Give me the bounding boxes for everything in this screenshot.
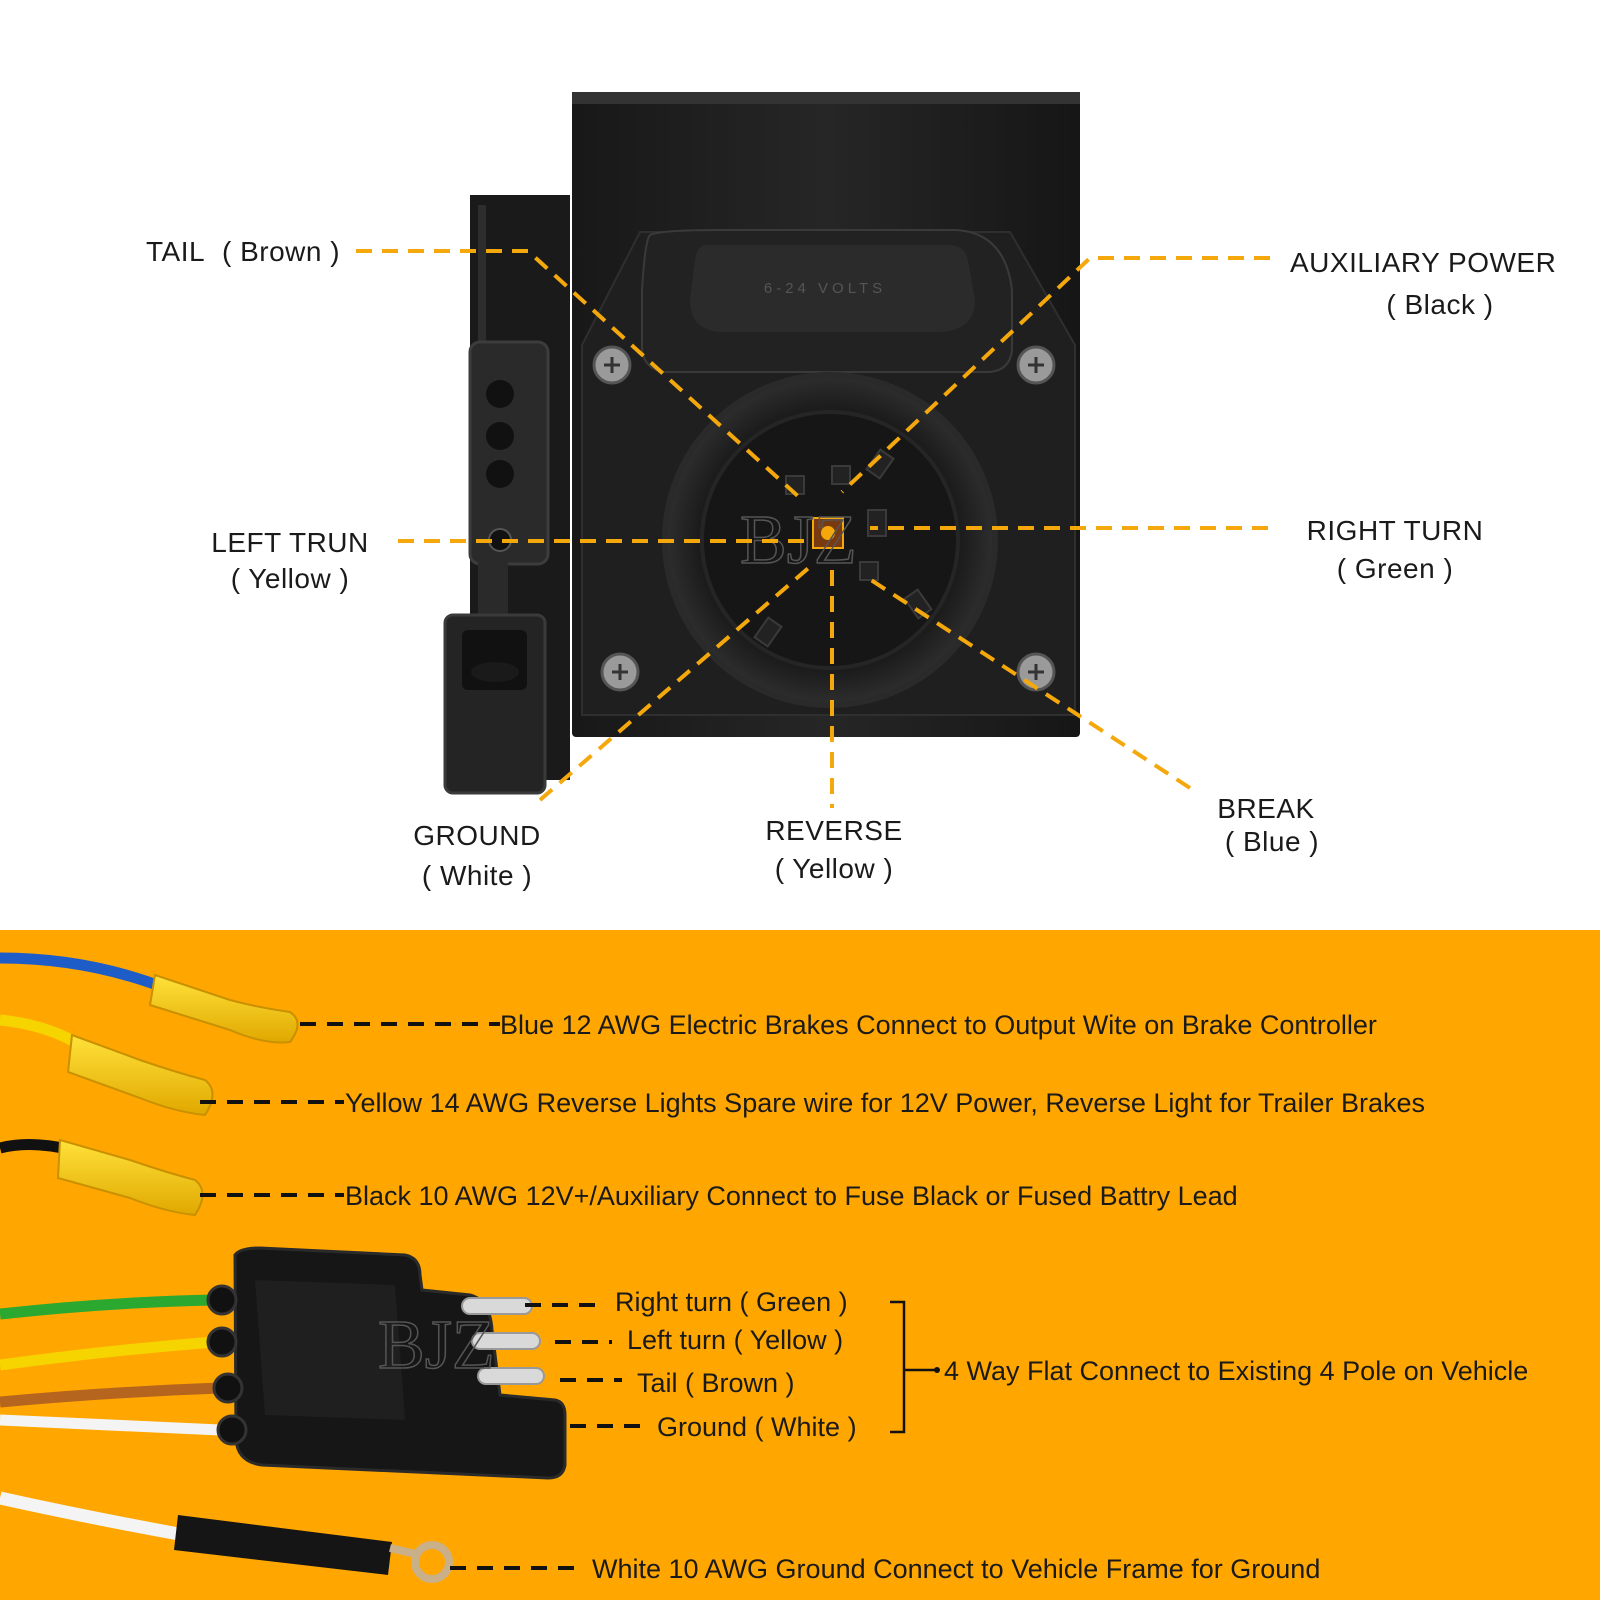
label-aux-color: ( Black ) <box>1386 289 1493 320</box>
wire-white-ground <box>0 1491 197 1544</box>
label-left: LEFT TRUN <box>211 527 369 558</box>
terminal-blue <box>148 973 299 1044</box>
pin-leader-lines <box>356 249 1270 808</box>
label-flat4-pin: Ground ( White ) <box>657 1412 857 1442</box>
label-wire-black: Black 10 AWG 12V+/Auxiliary Connect to F… <box>345 1181 1238 1211</box>
wire-leader-lines <box>200 1022 940 1570</box>
wire-green <box>0 1294 216 1320</box>
label-flat4-pin: Right turn ( Green ) <box>615 1287 848 1317</box>
terminal-black <box>56 1138 204 1217</box>
label-left-color: ( Yellow ) <box>231 563 350 594</box>
wire-blue <box>0 952 173 996</box>
label-right-color: ( Green ) <box>1337 553 1454 584</box>
pin-group-bracket <box>890 1300 935 1434</box>
wire-white <box>0 1414 221 1436</box>
flat4-watermark: BJZ <box>378 1307 495 1384</box>
wire-labels: Blue 12 AWG Electric Brakes Connect to O… <box>345 1010 1528 1584</box>
loose-wires <box>0 952 453 1583</box>
label-brake: BREAK <box>1217 793 1314 824</box>
ring-terminal-icon <box>411 1541 453 1583</box>
label-flat4-pin: Tail ( Brown ) <box>637 1368 795 1398</box>
label-tail-color: ( Brown ) <box>222 236 340 267</box>
label-wire-white: White 10 AWG Ground Connect to Vehicle F… <box>592 1554 1320 1584</box>
terminal-yellow <box>66 1033 214 1117</box>
pin-labels: TAIL ( Brown ) AUXILIARY POWER ( Black )… <box>146 236 1556 891</box>
side-4pin-connector <box>468 340 550 566</box>
label-brake-color: ( Blue ) <box>1225 826 1319 857</box>
label-flat4-pin: Left turn ( Yellow ) <box>627 1325 843 1355</box>
wire-yellow-2 <box>0 1336 216 1371</box>
cover-voltage-text: 6-24 VOLTS <box>764 280 886 297</box>
ground-sleeve <box>174 1515 392 1575</box>
label-flat4-summary: 4 Way Flat Connect to Existing 4 Pole on… <box>944 1356 1528 1386</box>
socket-assembly: 6-24 VOLTS <box>443 92 1080 795</box>
label-tail: TAIL <box>146 236 205 267</box>
label-wire-yellow: Yellow 14 AWG Reverse Lights Spare wire … <box>345 1088 1425 1118</box>
label-reverse: REVERSE <box>765 815 902 846</box>
wire-brown <box>0 1382 221 1408</box>
label-wire-blue: Blue 12 AWG Electric Brakes Connect to O… <box>500 1010 1377 1040</box>
label-ground-color: ( White ) <box>422 860 532 891</box>
dust-cap <box>443 560 547 795</box>
label-aux: AUXILIARY POWER <box>1290 247 1556 278</box>
label-reverse-color: ( Yellow ) <box>775 853 894 884</box>
label-ground: GROUND <box>413 820 540 851</box>
flat4-connector: BJZ <box>206 1246 567 1480</box>
label-right: RIGHT TURN <box>1307 515 1484 546</box>
